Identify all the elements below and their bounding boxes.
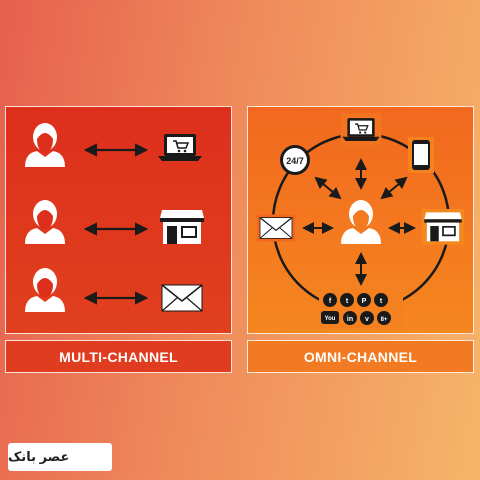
- tumblr-icon: t: [346, 298, 349, 305]
- customer-icon-3: [25, 268, 65, 312]
- twitter-icon: t: [380, 298, 383, 305]
- facebook-icon: f: [329, 298, 332, 305]
- support-247-icon: 24/7: [280, 145, 310, 175]
- arrow-icon: [380, 176, 408, 200]
- laptop-cart-icon: [340, 113, 382, 146]
- store-icon: [160, 210, 204, 244]
- mail-icon: [256, 214, 296, 242]
- badge-247-text: 24/7: [286, 156, 304, 166]
- customer-icon-1: [25, 123, 65, 167]
- store-icon: [421, 209, 465, 245]
- brand-logo-text: عصر بانک: [8, 449, 70, 464]
- google-plus-icon: 8+: [381, 317, 388, 323]
- omni-channel-label: OMNI-CHANNEL: [247, 340, 474, 373]
- arrow-icon: [314, 176, 342, 200]
- customer-icon-center: [341, 200, 381, 244]
- youtube-icon: You: [325, 316, 336, 322]
- customer-icon-2: [25, 200, 65, 244]
- multi-channel-label: MULTI-CHANNEL: [5, 340, 232, 373]
- linkedin-icon: in: [347, 316, 353, 323]
- vimeo-icon: v: [365, 316, 369, 323]
- smartphone-icon: [408, 137, 434, 173]
- mail-icon: [161, 284, 203, 312]
- spoke-arrows: [302, 158, 416, 286]
- brand-logo: عصر بانک: [8, 443, 112, 471]
- laptop-cart-icon: [157, 133, 203, 162]
- pinterest-icon: P: [362, 298, 367, 305]
- social-media-icons: f t P t You in v 8+: [319, 290, 403, 328]
